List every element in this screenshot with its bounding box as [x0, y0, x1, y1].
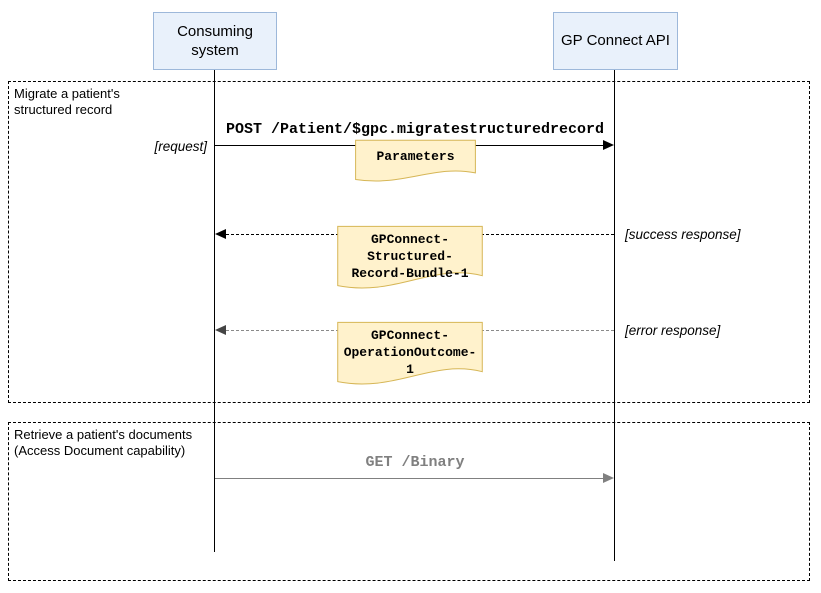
actor-box-gp-connect-api: GP Connect API — [553, 12, 678, 70]
lifeline-consuming-system — [214, 68, 215, 552]
actor-label: Consuming system — [177, 22, 253, 60]
document-operation-outcome: GPConnect- OperationOutcome- 1 — [337, 322, 483, 393]
document-shape-icon — [337, 322, 483, 393]
frame-migrate-structured-record: Migrate a patient's structured record — [8, 81, 810, 403]
frame-retrieve-documents: Retrieve a patient's documents (Access D… — [8, 422, 810, 581]
message-label-get-binary: GET /Binary — [365, 454, 465, 471]
message-label-post: POST /Patient/$gpc.migratestructuredreco… — [225, 121, 605, 138]
document-label: GPConnect- Structured- Record-Bundle-1 — [351, 232, 469, 281]
document-label: GPConnect- OperationOutcome- 1 — [343, 328, 477, 377]
guard-label-success-response: [success response] — [625, 227, 741, 242]
frame-label: Retrieve a patient's documents (Access D… — [14, 427, 193, 459]
message-line-get-binary — [215, 478, 606, 479]
actor-box-consuming-system: Consuming system — [153, 12, 277, 70]
guard-label-request: [request] — [154, 139, 207, 154]
arrowhead-right-icon — [603, 140, 614, 150]
document-shape-icon — [337, 226, 483, 297]
document-shape-icon — [355, 140, 476, 187]
arrowhead-left-icon — [215, 229, 226, 239]
document-parameters: Parameters — [355, 140, 476, 187]
document-label: Parameters — [376, 149, 455, 164]
guard-label-error-response: [error response] — [625, 323, 721, 338]
lifeline-gp-connect-api — [614, 68, 615, 561]
frame-label: Migrate a patient's structured record — [14, 86, 120, 118]
arrowhead-right-icon — [603, 473, 614, 483]
document-structured-record-bundle: GPConnect- Structured- Record-Bundle-1 — [337, 226, 483, 297]
arrowhead-left-icon — [215, 325, 226, 335]
actor-label: GP Connect API — [561, 32, 670, 50]
